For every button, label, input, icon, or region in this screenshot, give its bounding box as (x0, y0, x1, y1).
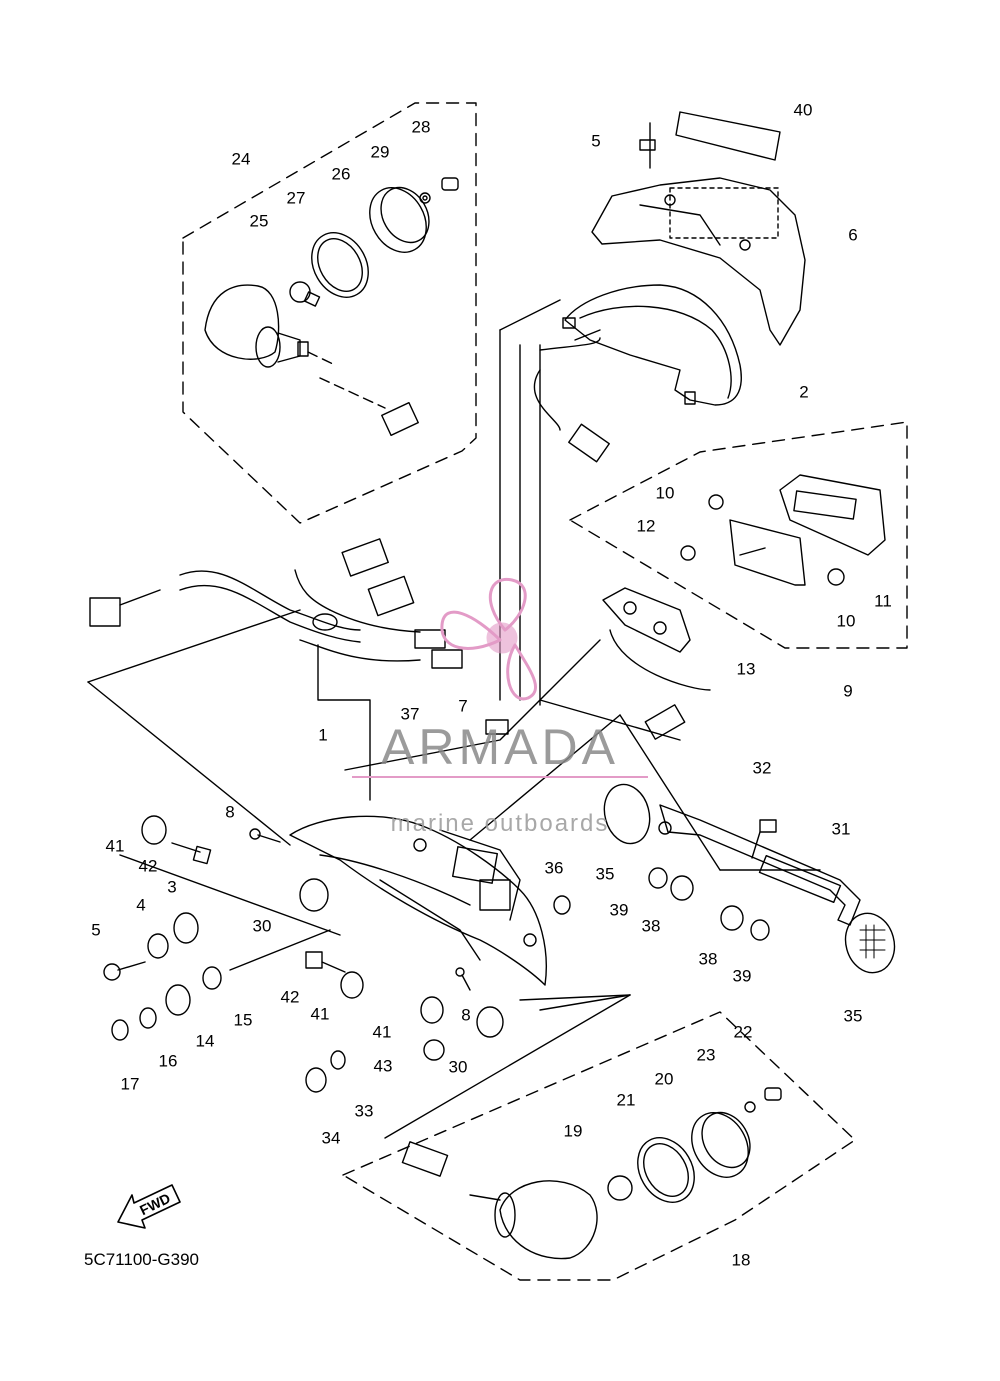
watermark-tagline: marine outboards (390, 810, 610, 837)
callout-10: 10 (655, 483, 675, 503)
wire-harness (89, 538, 463, 669)
callout-30: 30 (448, 1057, 468, 1077)
rear-fender (289, 815, 547, 986)
callout-42: 42 (138, 856, 158, 876)
callout-16: 16 (158, 1051, 178, 1071)
callout-3: 3 (167, 877, 177, 897)
assembly-lines (87, 299, 821, 1139)
callout-5: 5 (91, 920, 101, 940)
callout-8: 8 (461, 1005, 471, 1025)
tail-light-cover (591, 111, 806, 346)
tail-light-unit (533, 284, 742, 463)
callout-27: 27 (286, 188, 306, 208)
callout-39: 39 (609, 900, 629, 920)
watermark-brand: ARMADA (381, 719, 619, 775)
callout-37: 37 (400, 704, 420, 724)
callout-25: 25 (249, 211, 269, 231)
callout-18: 18 (731, 1250, 751, 1270)
callout-5: 5 (591, 131, 601, 151)
callout-14: 14 (195, 1031, 215, 1051)
watermark-divider (352, 776, 648, 778)
callout-35: 35 (595, 864, 615, 884)
callout-41: 41 (105, 836, 125, 856)
turn-signal-rear-left-group (182, 102, 477, 524)
figure-code: 5C71100-G390 (84, 1250, 199, 1269)
callout-19: 19 (563, 1121, 583, 1141)
callout-43: 43 (373, 1056, 393, 1076)
callout-17: 17 (120, 1074, 140, 1094)
turn-signal-front-right-group (342, 1011, 856, 1281)
callout-41: 41 (372, 1022, 392, 1042)
signal-bracket (603, 783, 896, 974)
armada-logo-icon (440, 577, 538, 701)
callout-40: 40 (793, 100, 813, 120)
callout-13: 13 (736, 659, 756, 679)
callout-38: 38 (698, 949, 718, 969)
callout-26: 26 (331, 164, 351, 184)
hardware (103, 719, 777, 1093)
callout-15: 15 (233, 1010, 253, 1030)
callout-7: 7 (458, 696, 468, 716)
callout-29: 29 (370, 142, 390, 162)
callout-38: 38 (641, 916, 661, 936)
callout-11: 11 (874, 591, 892, 611)
callout-24: 24 (231, 149, 251, 169)
callout-2: 2 (799, 382, 809, 402)
callout-33: 33 (354, 1101, 374, 1121)
callout-9: 9 (843, 681, 853, 701)
callout-28: 28 (411, 117, 431, 137)
callout-39: 39 (732, 966, 752, 986)
callout-31: 31 (831, 819, 851, 839)
callout-1: 1 (318, 725, 328, 745)
callout-4: 4 (136, 895, 146, 915)
callout-35: 35 (843, 1006, 863, 1026)
callout-10: 10 (836, 611, 856, 631)
callout-41: 41 (310, 1004, 330, 1024)
callout-30: 30 (252, 916, 272, 936)
callout-42: 42 (280, 987, 300, 1007)
license-light-bracket (602, 587, 711, 740)
callout-8: 8 (225, 802, 235, 822)
fwd-arrow-icon (117, 1184, 181, 1229)
callout-32: 32 (752, 758, 772, 778)
callout-36: 36 (544, 858, 564, 878)
callout-23: 23 (696, 1045, 716, 1065)
callout-12: 12 (636, 516, 656, 536)
callout-6: 6 (848, 225, 858, 245)
license-light-group (569, 421, 908, 649)
callout-20: 20 (654, 1069, 674, 1089)
callout-22: 22 (733, 1022, 753, 1042)
callout-21: 21 (616, 1090, 636, 1110)
callout-34: 34 (321, 1128, 341, 1148)
